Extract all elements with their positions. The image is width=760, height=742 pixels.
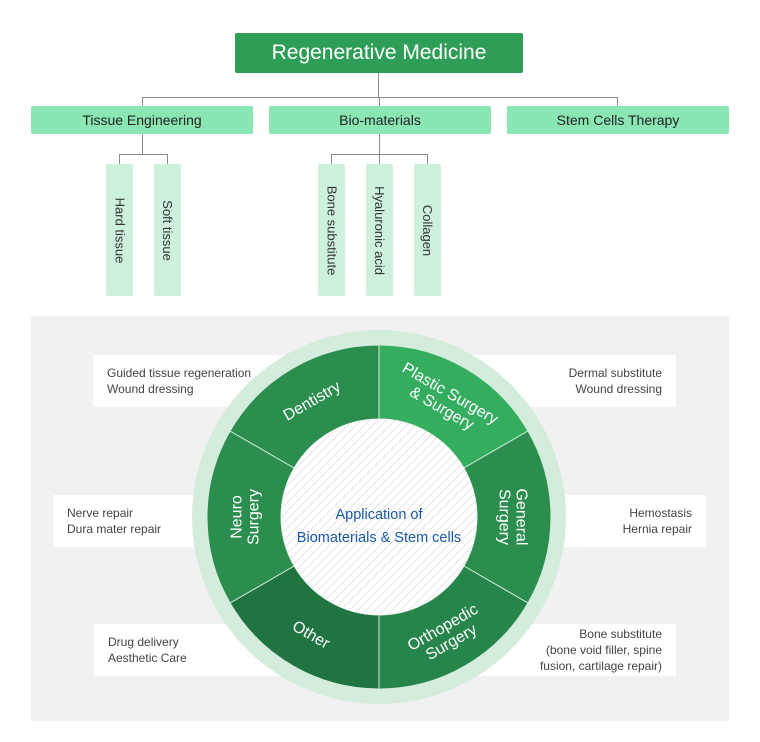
node-bone-substitute: Bone substitute bbox=[318, 164, 345, 296]
segment-label-line: General bbox=[513, 489, 530, 546]
connector-level1-bar bbox=[142, 97, 618, 98]
node-soft-tissue: Soft tissue bbox=[154, 164, 181, 296]
connector-tissue-bar bbox=[119, 154, 168, 155]
node-bio-materials: Bio-materials bbox=[269, 106, 491, 134]
connector-bio-sub bbox=[379, 134, 380, 154]
connector-bone-down bbox=[331, 154, 332, 164]
connector-tissue-sub bbox=[142, 134, 143, 154]
segment-label-line: Neuro bbox=[229, 495, 246, 539]
note-line: Bone substitute bbox=[579, 627, 662, 641]
note-line: Hemostasis bbox=[629, 506, 692, 520]
segment-label-general: GeneralSurgery bbox=[496, 489, 530, 546]
center-line-1: Application of bbox=[335, 507, 423, 523]
note-line: Hernia repair bbox=[622, 522, 692, 536]
connector-hyal-down bbox=[379, 154, 380, 164]
connector-soft-down bbox=[167, 154, 168, 164]
note-line: Aesthetic Care bbox=[108, 651, 187, 665]
diagram-title: Regenerative Medicine bbox=[271, 41, 487, 64]
note-line: Nerve repair bbox=[67, 506, 134, 520]
note-line: Dura mater repair bbox=[67, 522, 162, 536]
connector-tissue-down bbox=[142, 97, 143, 106]
note-line: fusion, cartilage repair) bbox=[539, 659, 662, 673]
node-label: Tissue Engineering bbox=[82, 112, 202, 128]
connector-stem-down bbox=[617, 97, 618, 106]
center-line-2: Biomaterials & Stem cells bbox=[297, 530, 461, 546]
segment-label-line: Surgery bbox=[496, 489, 513, 545]
node-tissue-engineering: Tissue Engineering bbox=[31, 106, 253, 134]
connector-bio-down bbox=[379, 97, 380, 106]
segment-label-line: Surgery bbox=[246, 489, 263, 545]
note-line: Wound dressing bbox=[575, 382, 663, 396]
note-line: Guided tissue regeneration bbox=[107, 366, 252, 380]
note-line: Dermal substitute bbox=[568, 366, 662, 380]
node-stem-cells-therapy: Stem Cells Therapy bbox=[507, 106, 729, 134]
node-label: Stem Cells Therapy bbox=[556, 112, 680, 128]
node-label: Bio-materials bbox=[339, 112, 421, 128]
segment-label-neuro: NeuroSurgery bbox=[229, 489, 263, 545]
node-collagen: Collagen bbox=[414, 164, 441, 296]
node-hard-tissue: Hard tissue bbox=[106, 164, 133, 296]
connector-title-down bbox=[378, 73, 379, 97]
title-box: Regenerative Medicine bbox=[235, 33, 523, 73]
connector-coll-down bbox=[427, 154, 428, 164]
note-line: Drug delivery bbox=[108, 635, 179, 649]
connector-hard-down bbox=[119, 154, 120, 164]
node-hyaluronic-acid: Hyaluronic acid bbox=[366, 164, 393, 296]
note-line: Wound dressing bbox=[107, 382, 194, 396]
note-line: (bone void filler, spine bbox=[545, 643, 662, 657]
center-disc bbox=[281, 419, 477, 615]
